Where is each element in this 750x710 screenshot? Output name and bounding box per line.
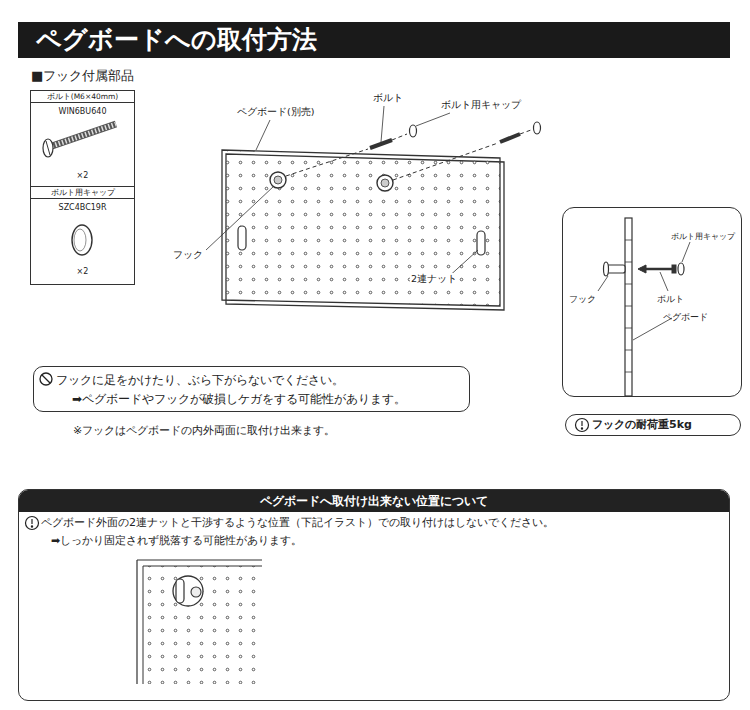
part-label: ペグボード(別売) [236, 106, 315, 117]
title-bar: ペグボードへの取付方法 [18, 22, 730, 58]
parts-cell: ボルト用キャップ SZC4BC19R ×2 [30, 186, 135, 285]
note: ※フックはペグボードの内外両面に取付け出来ます。 [72, 424, 336, 437]
box-text: WIN6BU640 [31, 107, 134, 117]
box-text: ペグボード外面の2連ナットと干渉するような位置（下記イラスト）での取り付けはしな… [41, 516, 554, 529]
box-text: ×2 [31, 171, 134, 181]
box-text: フック [569, 294, 596, 304]
board-corner-drawing [137, 560, 262, 684]
section-heading: ■フック付属部品 [30, 68, 135, 84]
cell-heading: ボルト(M6×40mm) [31, 91, 134, 103]
part-label: 2連ナット [410, 273, 458, 284]
part-label: ボルト [372, 92, 404, 103]
box-text: ボルト用キャップ [671, 232, 735, 242]
box-text: フックの耐荷重5kg [592, 418, 692, 431]
box-text: ペグボード [663, 312, 708, 322]
cell-heading: ボルト用キャップ [31, 187, 134, 199]
load-badge: フックの耐荷重5kg [565, 414, 741, 436]
detail-box: ボルト用キャップフック ボルトペグボード [562, 207, 742, 397]
leader-line [206, 106, 478, 279]
parts-cell: ボルト(M6×40mm) WIN6BU640 ×2 [30, 90, 135, 187]
part-label: フック [172, 249, 204, 260]
caution-icon [26, 419, 589, 530]
title: ペグボードへの取付方法 [36, 25, 317, 55]
bolt-drawing [43, 124, 116, 157]
bolt-and-cap [286, 122, 541, 180]
box-text: ➡ペグボードやフックが破損しケガをする可能性があります。 [72, 392, 406, 406]
box-text: フックに足をかけたり、ぶら下がらないでください。 [56, 373, 344, 387]
box-text: ➡しっかり固定されず脱落する可能性があります。 [51, 534, 302, 547]
prohibit-icon [40, 373, 52, 385]
box-text: ボルト [657, 294, 684, 304]
box-text: ×2 [31, 267, 134, 277]
box-text: SZC4BC19R [31, 203, 134, 213]
warning-box: フックに足をかけたり、ぶら下がらないでください。 ➡ペグボードやフックが破損しケガ… [33, 366, 470, 412]
detail-drawing [598, 218, 690, 396]
part-label: ボルト用キャップ [440, 99, 522, 110]
cap-drawing [72, 225, 92, 255]
panel-heading: ペグボードへ取付け出来ない位置について [19, 490, 729, 512]
caution-panel: ペグボードへ取付け出来ない位置についてペグボード外面の2連ナットと干渉するような… [18, 489, 730, 701]
pegboard-drawing [222, 150, 504, 310]
